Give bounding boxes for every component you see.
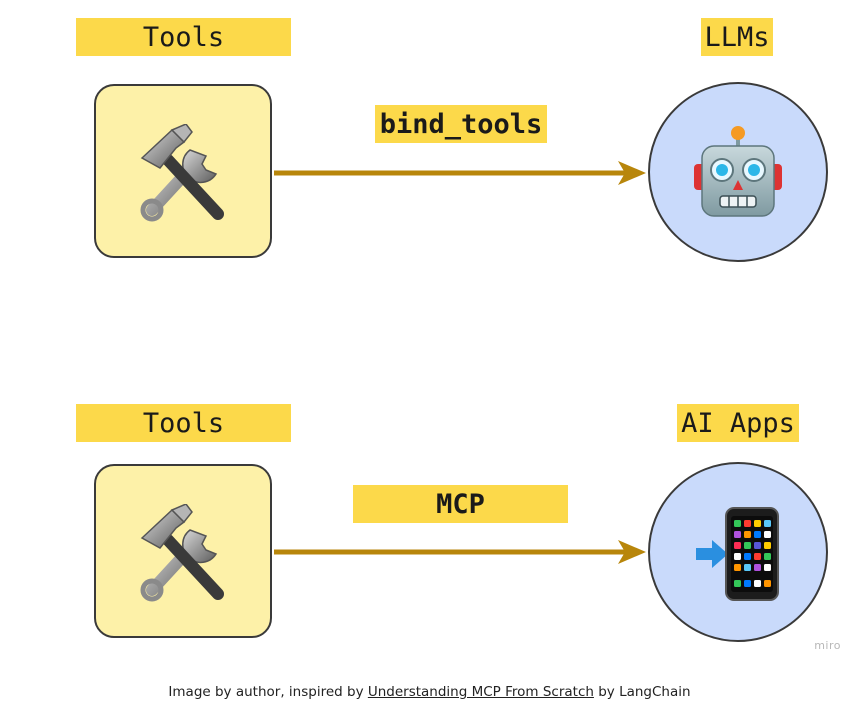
ai-apps-node	[648, 462, 828, 642]
tools-node-top	[94, 84, 272, 258]
tools-label-top: Tools	[76, 18, 291, 56]
mcp-arrow	[274, 540, 646, 564]
bind-tools-arrow	[274, 161, 646, 185]
caption-suffix: by LangChain	[593, 684, 691, 700]
bind-tools-label: bind_tools	[375, 105, 547, 143]
llms-node	[648, 82, 828, 262]
hammer-and-wrench-icon	[132, 124, 232, 224]
tools-node-bottom	[94, 464, 272, 638]
caption-source-link[interactable]: Understanding MCP From Scratch	[367, 684, 594, 700]
caption-prefix: Image by author, inspired by	[168, 684, 368, 700]
tools-label-bottom: Tools	[76, 404, 291, 442]
ai-apps-label: AI Apps	[677, 404, 799, 442]
llms-label: LLMs	[701, 18, 773, 56]
image-caption: Image by author, inspired by Understandi…	[0, 684, 859, 700]
mobile-phone-with-arrow-icon	[696, 507, 779, 601]
mcp-label: MCP	[353, 485, 568, 523]
hammer-and-wrench-icon	[132, 504, 232, 604]
miro-watermark: miro	[814, 639, 841, 652]
robot-face-icon	[694, 126, 782, 217]
